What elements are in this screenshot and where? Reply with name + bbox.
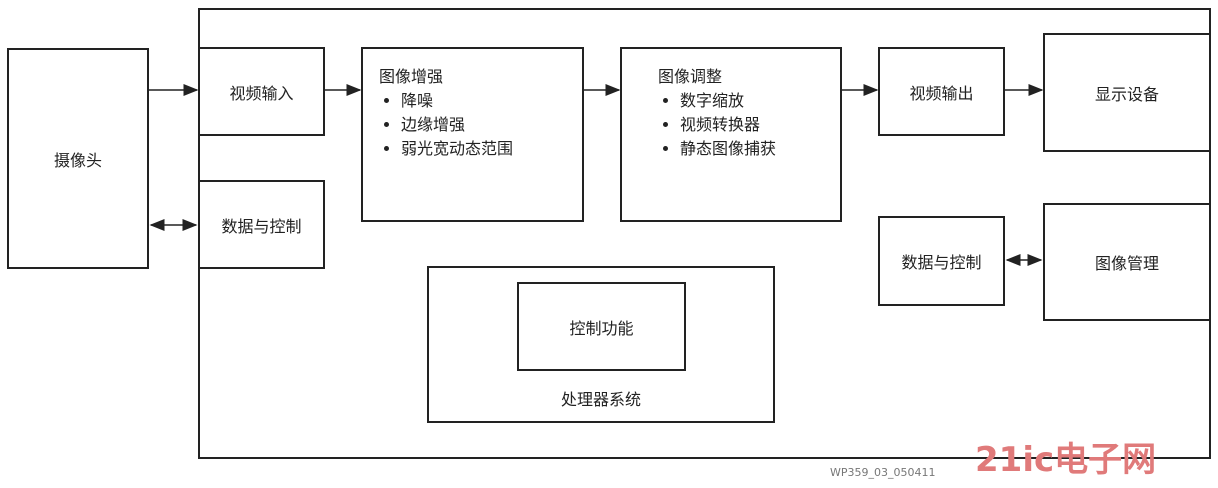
- image-adjust-box: 图像调整 数字缩放视频转换器静态图像捕获: [620, 47, 842, 222]
- list-item: 视频转换器: [680, 113, 840, 137]
- control-function-label: 控制功能: [569, 318, 634, 338]
- processor-system-label: 处理器系统: [560, 390, 641, 409]
- image-enhance-title: 图像增强: [379, 67, 444, 86]
- data-control-left-box: 数据与控制: [198, 180, 325, 269]
- image-enhance-box: 图像增强 降噪边缘增强弱光宽动态范围: [361, 47, 584, 222]
- camera-label: 摄像头: [53, 150, 102, 170]
- display-device-label: 显示设备: [1094, 84, 1159, 104]
- data-control-left-label: 数据与控制: [221, 216, 302, 236]
- list-item: 静态图像捕获: [680, 137, 840, 161]
- list-item: 弱光宽动态范围: [401, 137, 582, 161]
- watermark-logo: 21ic电子网: [975, 440, 1157, 480]
- camera-box: 摄像头: [7, 48, 149, 269]
- data-control-right-label: 数据与控制: [901, 253, 982, 272]
- image-management-label: 图像管理: [1094, 254, 1159, 273]
- data-control-right-box: 数据与控制: [878, 216, 1005, 306]
- video-input-box: 视频输入: [198, 47, 325, 136]
- figure-id: WP359_03_050411: [830, 466, 936, 479]
- control-function-box: 控制功能: [517, 282, 686, 371]
- list-item: 降噪: [401, 89, 582, 113]
- video-output-box: 视频输出: [878, 47, 1005, 136]
- list-item: 数字缩放: [680, 89, 840, 113]
- video-input-label: 视频输入: [229, 83, 294, 103]
- video-output-label: 视频输出: [909, 83, 974, 103]
- image-adjust-title: 图像调整: [658, 67, 723, 86]
- display-device-box: 显示设备: [1043, 33, 1211, 152]
- list-item: 边缘增强: [401, 113, 582, 137]
- image-management-box: 图像管理: [1043, 203, 1211, 321]
